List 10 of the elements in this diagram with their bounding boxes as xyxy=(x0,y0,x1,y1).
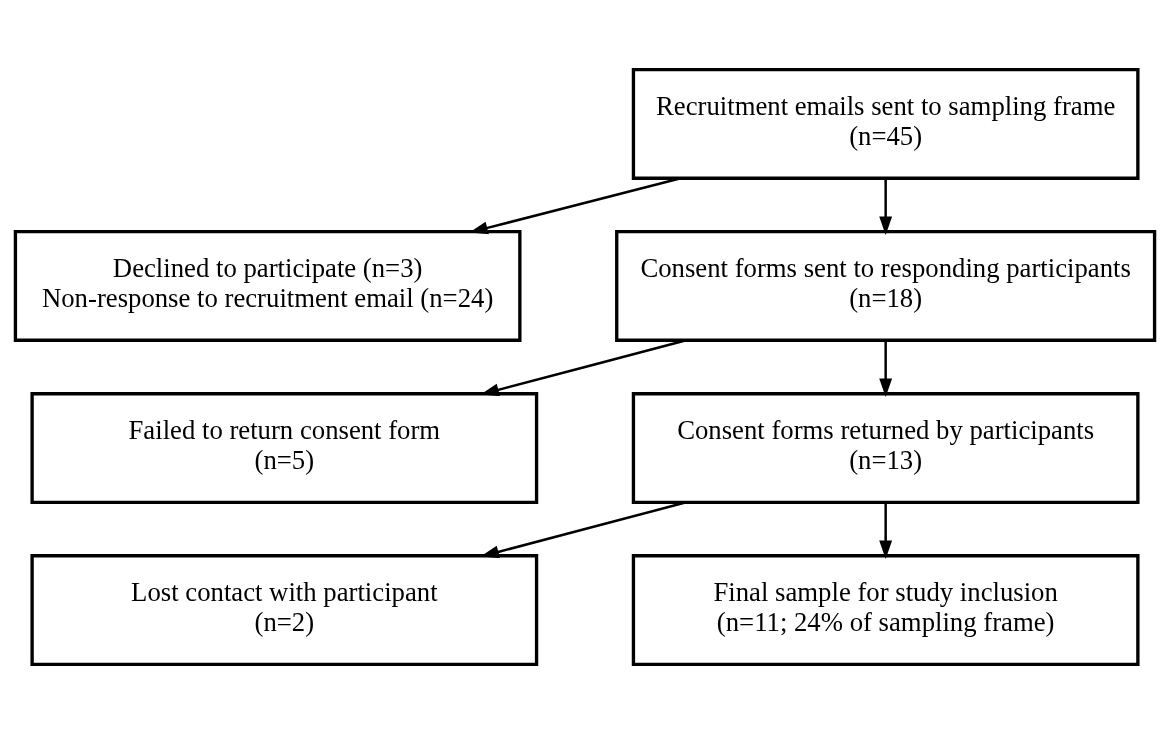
arrow xyxy=(879,502,893,559)
node-box: Declined to participate (n=3) Non-response to recruitment email (n=24) xyxy=(13,229,522,342)
node-box: Recruitment emails sent to sampling frame (n=45) xyxy=(631,67,1140,180)
node-box: Final sample for study inclusion (n=11; 24% of sampling frame) xyxy=(631,553,1140,666)
arrow xyxy=(879,177,893,235)
node-box: Consent forms sent to responding participants (n=18) xyxy=(615,229,1157,342)
node-box: Consent forms returned by participants (n=13) xyxy=(631,391,1140,504)
arrow xyxy=(879,340,893,397)
node-box: Failed to return consent form (n=5) xyxy=(30,391,539,504)
node-box: Lost contact with participant (n=2) xyxy=(30,553,539,666)
